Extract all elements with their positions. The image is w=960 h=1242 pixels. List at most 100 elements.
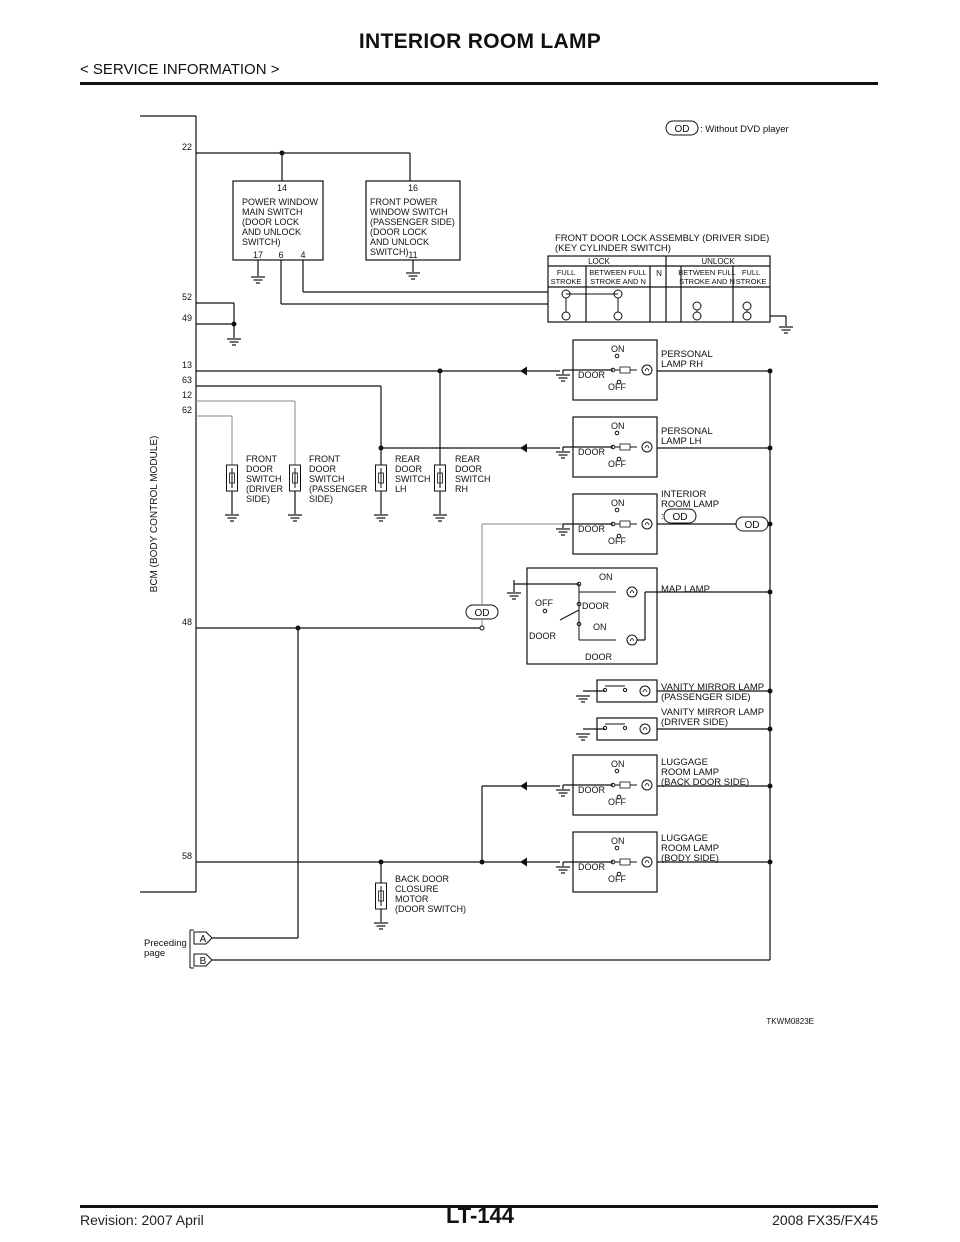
connector-arrow [520,443,527,453]
junction-dot [767,445,773,451]
od-badge [665,120,699,136]
power-window-main-switch-label: MAIN SWITCH [242,207,303,217]
switch-door-label: DOOR [578,370,606,380]
od-badge-text: OD [673,512,688,523]
col-label: STROKE [736,277,767,286]
lamp-label: LAMP LH [661,436,702,447]
switch-blade [619,781,631,789]
bulb-icon [629,638,635,642]
bcm-terminal-label: 58 [182,851,192,861]
connector-arrow [520,366,527,376]
door-switch-label: DOOR [395,464,423,474]
switch-door-label: DOOR [578,785,606,795]
neutral-label: N [656,269,662,278]
front-power-window-switch-label: (DOOR LOCK [370,227,427,237]
lamp-label: LAMP RH [661,359,703,370]
back-door-switch-icon [378,890,384,902]
od-badge-text: OD [475,608,490,619]
connector-b-icon [193,953,213,967]
switch-on-label: ON [593,622,607,632]
col-label: FULL [742,268,760,277]
connector-arrow [520,857,527,867]
door-switch-label: RH [455,484,468,494]
switch-off-label: OFF [608,797,626,807]
terminal-circle [742,311,752,321]
junction-dot [767,859,773,865]
page-title: INTERIOR ROOM LAMP [358,30,602,53]
junction-dot [479,859,485,865]
door-switch-label: REAR [455,454,481,464]
switch-off-label: OFF [608,874,626,884]
terminal-circle [479,625,485,631]
bulb-icon [641,779,653,791]
terminal-circle [614,845,620,851]
bulb-icon [642,689,648,693]
bulb-icon [639,685,651,697]
door-lock-assembly-title: FRONT DOOR LOCK ASSEMBLY (DRIVER SIDE) [555,233,769,244]
connector-b-label: B [200,956,207,967]
pin-label: 17 [253,250,263,260]
door-switch-label: DOOR [455,464,483,474]
lamp-label: PERSONAL [661,426,713,437]
door-switch-label: (PASSENGER [309,484,368,494]
revision-text: Revision: 2007 April [80,1212,204,1228]
connector-arrow [520,781,527,791]
lamp-label: (DRIVER SIDE) [661,717,728,728]
pin-label: 16 [408,183,418,193]
junction-dot [767,521,773,527]
bulb-icon [642,727,648,731]
front-power-window-switch-label: (PASSENGER SIDE) [370,217,455,227]
switch-blade [559,609,580,621]
door-switch-icon [437,472,443,484]
bcm-terminal-label: 52 [182,292,192,302]
front-power-window-switch-label: FRONT POWER [370,197,438,207]
bcm-label: BCM (BODY CONTROL MODULE) [149,436,160,593]
page-number: LT-144 [445,1203,515,1228]
col-label: BETWEEN FULL [589,268,647,277]
terminal-circle [616,533,622,539]
bcm-terminal-label: 63 [182,375,192,385]
junction-dot [767,726,773,732]
switch-door-label: DOOR [578,447,606,457]
switch-on-label: ON [611,836,625,846]
terminal-circle [616,871,622,877]
terminal-circle [622,725,628,731]
junction-dot [767,688,773,694]
figure-id: TKWM0823E [766,1017,814,1026]
model-text: 2008 FX35/FX45 [772,1212,878,1228]
door-switch-label: DOOR [246,464,274,474]
lamp-label: ROOM LAMP [661,767,719,778]
front-power-window-switch-label: SWITCH) [370,247,409,257]
front-power-window-switch-label: WINDOW SWITCH [370,207,447,217]
switch-door-label: DOOR [582,601,610,611]
switch-blade [619,520,631,528]
bcm-terminal-label: 13 [182,360,192,370]
door-switch-label: SWITCH [309,474,345,484]
preceding-label: page [144,948,165,959]
lamp-label: LUGGAGE [661,757,708,768]
switch-on-label: ON [611,759,625,769]
door-switch-icon [292,472,298,484]
door-switch-label: SWITCH [395,474,431,484]
door-switch-label: DOOR [309,464,337,474]
switch-door-label: DOOR [578,862,606,872]
switch-off-label: OFF [608,459,626,469]
door-switch-icon [378,472,384,484]
terminal-circle [616,456,622,462]
bulb-icon [639,723,651,735]
bulb-icon [644,445,650,449]
lamp-label: ROOM LAMP [661,499,719,510]
switch-on-label: ON [611,421,625,431]
footer-rule [80,1205,878,1208]
back-door-motor-label: MOTOR [395,894,429,904]
switch-door-label: DOOR [529,631,557,641]
col-label: STROKE [551,277,582,286]
door-switch-label: SIDE) [246,494,270,504]
connector-a-icon [193,931,213,945]
power-window-main-switch-label: (DOOR LOCK [242,217,299,227]
switch-blade [619,858,631,866]
terminal-circle [692,301,702,311]
bcm-terminal-label: 62 [182,405,192,415]
lamp-label: (BODY SIDE) [661,853,719,864]
lamp-label: INTERIOR [661,489,707,500]
